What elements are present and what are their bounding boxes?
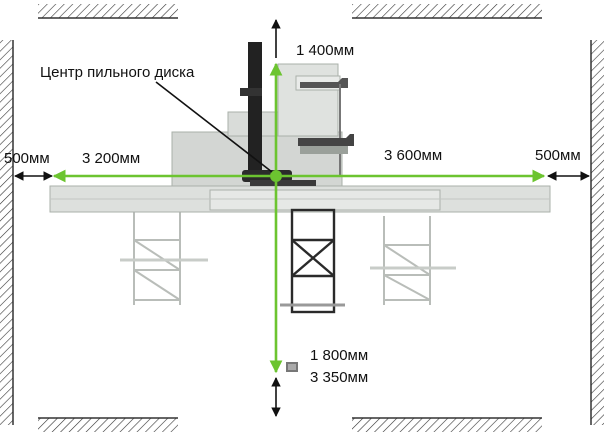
front-depth-label: 1 800мм	[310, 347, 369, 364]
saw-center-leader	[155, 81, 273, 173]
rip-fence-arm-top	[300, 78, 348, 176]
right-length-label: 3 600мм	[384, 147, 443, 164]
wall-top-right	[352, 4, 542, 19]
wall-right	[590, 40, 604, 425]
wall-left	[0, 40, 14, 425]
left-clearance-label: 500мм	[4, 150, 50, 167]
left-length-label: 3 200мм	[82, 150, 141, 167]
saw-center-point	[270, 170, 282, 182]
wall-bottom-left	[38, 417, 178, 432]
right-clearance-label: 500мм	[535, 147, 581, 164]
right-support-stand	[370, 216, 456, 305]
rip-fence-arm-bottom	[298, 134, 354, 154]
front-support-cart	[280, 208, 345, 314]
saw-center-label: Центр пильного диска	[40, 64, 195, 81]
height-top-value: 1 400	[296, 42, 334, 59]
front-cart-wheel	[286, 362, 298, 372]
wall-bottom-right	[352, 417, 542, 432]
total-depth-label: 3 350мм	[310, 369, 369, 386]
wall-top-left	[38, 4, 178, 19]
height-top-label: 1 400мм	[296, 43, 354, 58]
height-top-unit: мм	[333, 42, 355, 59]
sliding-table	[49, 185, 551, 213]
